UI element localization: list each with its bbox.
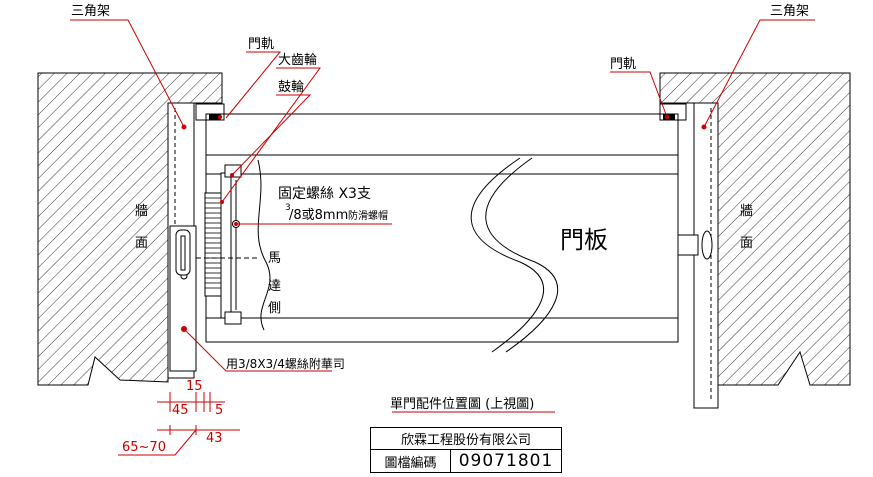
dim-5: 5 [215, 403, 223, 418]
screw-note-2a: 3 [285, 203, 291, 213]
screw-note-2b: /8或8mm [289, 208, 348, 223]
motor-label-3: 側 [268, 301, 281, 316]
code-label: 圖檔編碼 [371, 450, 451, 472]
left-triangle-frame [167, 102, 197, 379]
wall-right-label-1: 牆 [740, 204, 753, 219]
code-value: 09071801 [458, 451, 554, 471]
door-rail-right-label: 門軌 [610, 56, 636, 72]
screw-note-2c: 防滑螺帽 [348, 209, 388, 222]
door-rail-right [659, 103, 687, 121]
wall-left-label-2: 面 [135, 236, 148, 251]
triangle-frame-right-label: 三角架 [770, 4, 809, 19]
wall-left-label-1: 牆 [135, 204, 148, 219]
title-block: 欣霖工程股份有限公司 圖檔編碼 09071801 [370, 427, 562, 473]
triangle-frame-left-label: 三角架 [71, 4, 110, 19]
dim-65-70: 65~70 [122, 440, 166, 455]
big-gear-label: 大齒輪 [278, 52, 317, 68]
right-wall [659, 72, 851, 386]
company-name: 欣霖工程股份有限公司 [371, 428, 561, 450]
door-rail-left [195, 103, 225, 121]
dim-15: 15 [186, 379, 203, 394]
motor-label-2: 達 [268, 279, 281, 294]
drum-wheel-label: 鼓輪 [278, 79, 304, 95]
motor-label-1: 馬 [268, 251, 281, 266]
right-triangle-frame [677, 102, 719, 409]
dimension-lines [118, 392, 240, 456]
dim-45: 45 [172, 403, 189, 418]
leader-lines [70, 19, 815, 413]
bolt-note: 用3/8X3/4螺絲附華司 [226, 356, 345, 371]
left-wall [37, 72, 223, 386]
door-drum [205, 113, 679, 353]
drawing-title: 單門配件位置圖 (上視圖) [390, 397, 534, 412]
screw-note-1: 固定螺絲 X3支 [278, 186, 371, 202]
dim-43: 43 [206, 431, 223, 446]
door-panel-label: 門板 [560, 226, 608, 254]
gear-assembly [196, 164, 258, 325]
door-rail-left-label: 門軌 [248, 36, 274, 52]
wall-right-label-2: 面 [740, 236, 753, 251]
